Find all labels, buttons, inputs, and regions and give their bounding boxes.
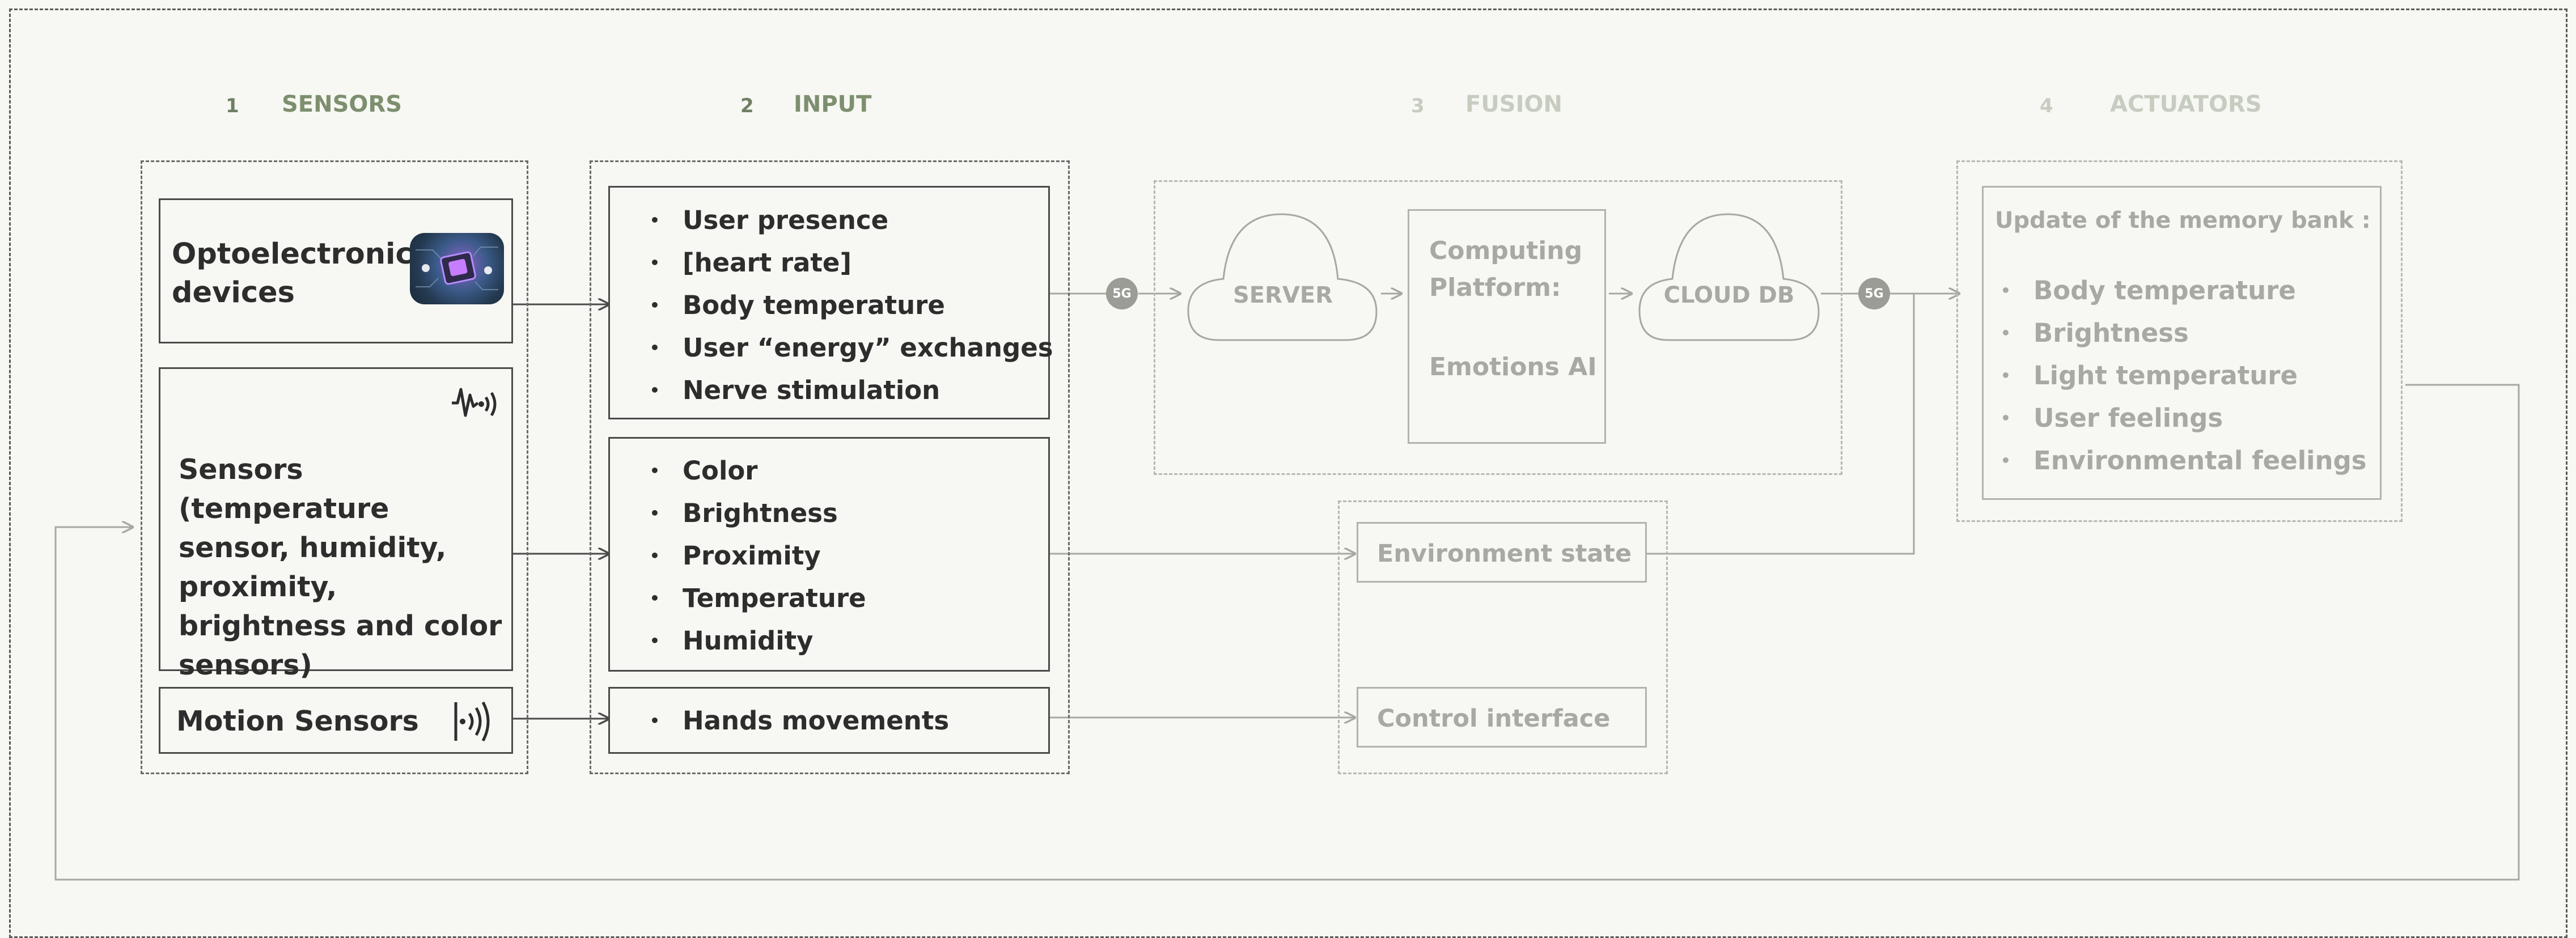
server-label: SERVER <box>1232 282 1333 308</box>
environment-state-label: Environment state <box>1377 540 1632 568</box>
environment-state-box: Environment state <box>1357 522 1647 583</box>
input-motion-data-box: Hands movements <box>608 687 1050 754</box>
emotions-ai-label: Emotions AI <box>1429 353 1597 381</box>
header-sensors-number: 1 <box>226 95 239 117</box>
list-item: Brightness <box>2001 312 2367 354</box>
list-item: Environmental feelings <box>2001 439 2367 482</box>
computing-platform-label: Computing Platform: <box>1429 236 1583 302</box>
list-item: [heart rate] <box>650 241 1053 284</box>
feedback-loop-line <box>54 384 2520 881</box>
sensors-group <box>141 160 528 774</box>
fusion-cloud-group <box>1154 180 1842 475</box>
input-environment-data-box: Color Brightness Proximity Temperature H… <box>608 437 1050 672</box>
list-item: User feelings <box>2001 397 2367 439</box>
list-item: Brightness <box>650 492 866 534</box>
list-item: User “energy” exchanges <box>650 326 1053 369</box>
optoelectronic-chip-image <box>410 233 504 304</box>
input-environment-data-list: Color Brightness Proximity Temperature H… <box>650 449 866 662</box>
server-cloud-shape <box>1187 213 1378 341</box>
computing-platform-box: Computing Platform: Emotions AI <box>1408 209 1606 444</box>
header-actuators-label: ACTUATORS <box>2110 91 2262 117</box>
list-item: User presence <box>650 199 1053 241</box>
motion-sensors-label: Motion Sensors <box>176 705 419 737</box>
optoelectronic-devices-label: Optoelectronic devices <box>172 237 413 309</box>
control-interface-label: Control interface <box>1377 704 1611 733</box>
control-interface-box: Control interface <box>1357 687 1647 748</box>
memory-bank-title: Update of the memory bank : <box>1995 207 2371 234</box>
chip-graphic <box>416 247 498 290</box>
cloud-db-shape <box>1638 213 1820 341</box>
list-item: Color <box>650 449 866 492</box>
header-input-label: INPUT <box>794 91 872 117</box>
actuators-group <box>1956 160 2403 522</box>
fusion-interface-group <box>1338 500 1668 774</box>
memory-bank-list: Body temperature Brightness Light temper… <box>2001 269 2367 482</box>
environmental-sensors-box: Sensors (temperature sensor, humidity, p… <box>159 367 513 681</box>
list-item: Temperature <box>650 577 866 619</box>
input-user-data-list: User presence [heart rate] Body temperat… <box>650 199 1053 411</box>
5g-badge-left: 5G <box>1106 278 1138 309</box>
motion-wave-icon <box>454 701 490 742</box>
list-item: Humidity <box>650 619 866 662</box>
list-item: Hands movements <box>650 699 949 742</box>
motion-sensors-box: Motion Sensors <box>159 687 513 754</box>
5g-badge-right: 5G <box>1858 278 1890 309</box>
list-item: Proximity <box>650 534 866 577</box>
header-actuators-number: 4 <box>2040 95 2053 117</box>
cloud-db-label: CLOUD DB <box>1663 282 1795 308</box>
header-fusion-number: 3 <box>1411 95 1425 117</box>
input-user-data-box: User presence [heart rate] Body temperat… <box>608 186 1053 419</box>
header-sensors-label: SENSORS <box>282 91 402 117</box>
line-env-state-to-actuators <box>1646 294 1915 555</box>
list-item: Body temperature <box>650 284 1053 326</box>
list-item: Body temperature <box>2001 269 2367 312</box>
memory-bank-box: Update of the memory bank : Body tempera… <box>1982 186 2382 500</box>
input-group <box>590 160 1070 774</box>
heartbeat-wave-icon <box>452 388 497 417</box>
optoelectronic-devices-box: Optoelectronic devices <box>159 198 513 343</box>
input-motion-data-list: Hands movements <box>650 699 949 742</box>
header-fusion-label: FUSION <box>1465 91 1562 117</box>
list-item: Nerve stimulation <box>650 369 1053 411</box>
environmental-sensors-label: Sensors (temperature sensor, humidity, p… <box>179 453 502 681</box>
list-item: Light temperature <box>2001 354 2367 397</box>
header-input-number: 2 <box>740 95 754 117</box>
